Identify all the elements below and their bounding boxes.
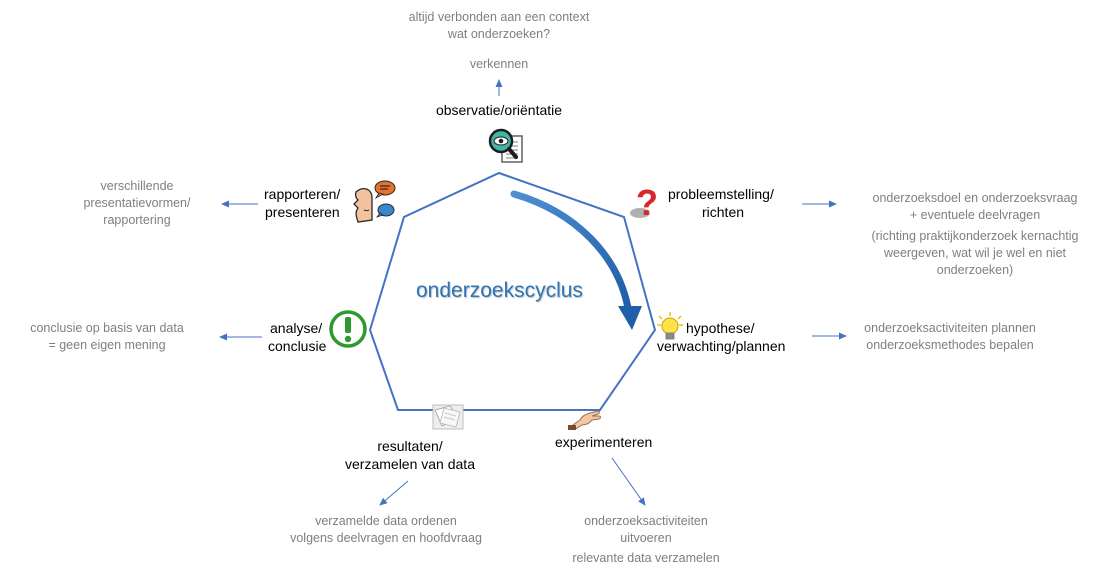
lightbulb-icon [656, 311, 684, 343]
note-probleemstelling-deelvragen: + eventuele deelvragen [909, 208, 1041, 222]
stage-label-experimenteren: experimenteren [555, 434, 653, 450]
speaking-head-icon [352, 180, 398, 226]
note-hypothese-methodes: onderzoeksmethodes bepalen [866, 338, 1034, 352]
note-resultaten-ordenen: verzamelde data ordenen [315, 514, 457, 528]
note-experimenteren-uitvoeren: uitvoeren [620, 531, 672, 545]
stage-label-resultaten-1: resultaten/ [377, 438, 443, 454]
hand-icon [568, 408, 602, 431]
note-experimenteren-activiteiten: onderzoeksactiviteiten [584, 514, 708, 528]
cycle-heptagon [368, 171, 657, 411]
stage-label-probleemstelling-1: probleemstelling/ [668, 186, 774, 202]
stage-label-analyse-2: conclusie [268, 338, 327, 354]
note-hypothese-plannen: onderzoeksactiviteiten plannen [864, 321, 1036, 335]
arrow-resultaten-note [379, 480, 409, 506]
stage-label-analyse-1: analyse/ [270, 320, 323, 336]
note-resultaten-volgens: volgens deelvragen en hoofdvraag [290, 531, 482, 545]
diagram-title: onderzoekscyclus [416, 279, 583, 302]
note-experimenteren-verzamelen: relevante data verzamelen [572, 551, 720, 565]
papers-icon [432, 404, 464, 430]
note-analyse-conclusie: conclusie op basis van data [30, 321, 184, 335]
note-probleemstelling-doel: onderzoeksdoel en onderzoeksvraag [872, 191, 1078, 205]
stage-label-probleemstelling-2: richten [702, 204, 745, 220]
stage-label-observatie: observatie/oriëntatie [435, 102, 563, 118]
magnifier-eye-icon [486, 126, 526, 166]
note-observatie-context: altijd verbonden aan een context [408, 10, 590, 24]
stage-label-rapporteren-2: presenteren [265, 204, 340, 220]
question-mark-icon: ? [626, 182, 664, 223]
exclamation-icon [328, 309, 368, 349]
note-observatie-vraag: wat onderzoeken? [447, 27, 551, 41]
note-observatie-verkennen: verkennen [469, 57, 529, 71]
stage-label-rapporteren-1: rapporteren/ [264, 186, 341, 202]
stage-label-hypothese-1: hypothese/ [686, 320, 755, 336]
note-probleemstelling-weergeven: weergeven, wat wil je wel en niet [883, 246, 1067, 260]
cycle-arrow-head [618, 306, 642, 330]
cycle-direction-arrow [510, 190, 632, 312]
note-rapporteren-presentatievormen: presentatievormen/ [83, 196, 191, 210]
svg-text:?: ? [636, 182, 658, 222]
arrow-experimenteren-note [611, 457, 646, 506]
note-analyse-mening: = geen eigen mening [48, 338, 166, 352]
note-probleemstelling-richting: (richting praktijkonderzoek kernachtig [871, 229, 1079, 243]
stage-label-resultaten-2: verzamelen van data [345, 456, 475, 472]
stage-label-hypothese-2: verwachting/plannen [657, 338, 786, 354]
note-rapporteren-verschillende: verschillende [100, 179, 174, 193]
note-probleemstelling-onderzoeken: onderzoeken) [936, 263, 1014, 277]
note-rapporteren-rapportering: rapportering [103, 213, 171, 227]
